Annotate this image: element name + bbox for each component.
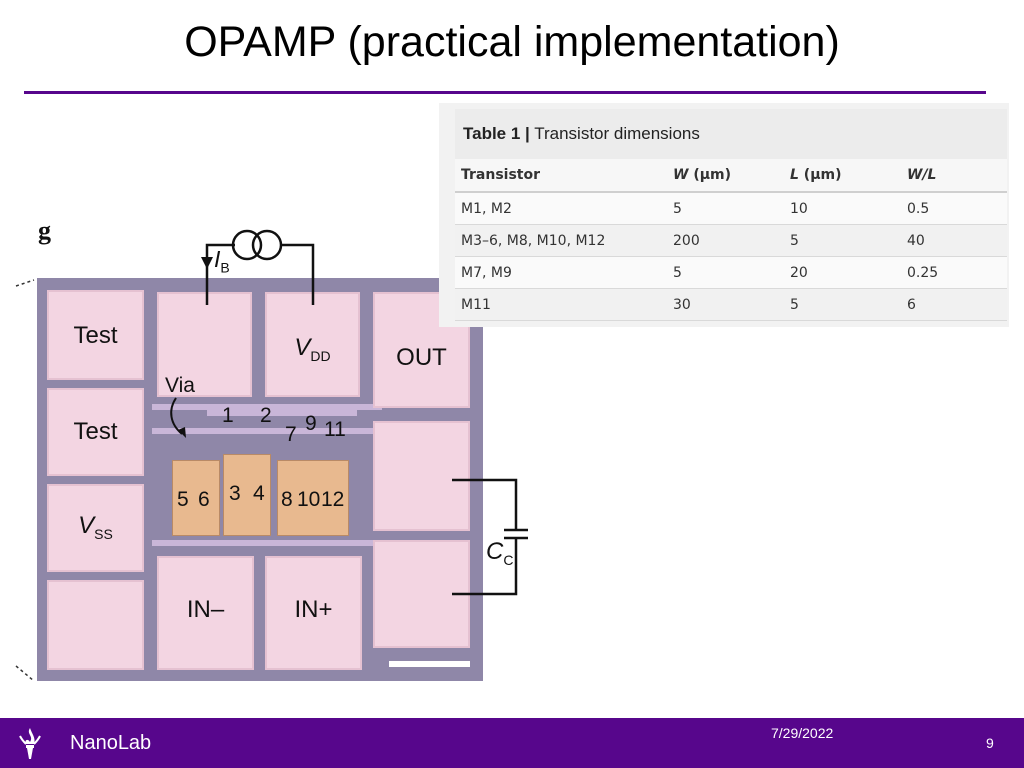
pad-label: Test — [73, 322, 118, 349]
cc-label: CC — [486, 538, 513, 568]
panel-letter: g — [38, 216, 51, 245]
header-main: L — [790, 167, 799, 183]
transistor-number: 1 — [222, 404, 234, 427]
pad-ib — [157, 292, 252, 397]
cc-sub: C — [503, 551, 514, 568]
vss-main: V — [78, 512, 95, 539]
footer-lab-name: NanoLab — [70, 732, 152, 754]
vdd-sub: DD — [310, 347, 331, 364]
header-main: W — [673, 167, 689, 183]
table-cell: 5 — [667, 256, 784, 289]
table-cell: 5 — [784, 224, 901, 257]
column-header: W (μm) — [667, 159, 784, 193]
chip-micrograph: Test VDD OUT Test VSS IN– IN+ 1 2 7 9 11… — [37, 278, 483, 681]
table-row: M1, M2 5 10 0.5 — [455, 192, 1007, 225]
table-cell: 5 — [667, 192, 784, 225]
transistor-dimensions-table: Transistor W (μm) L (μm) W/L M1, M2 5 10… — [455, 159, 1007, 321]
table-cell: 0.25 — [901, 256, 1007, 289]
transistor-number: 8 — [281, 488, 293, 511]
ib-sub: B — [220, 259, 230, 276]
transistor-number: 5 — [177, 488, 189, 511]
cc-main: C — [486, 538, 504, 565]
table-inner: Table 1 | Transistor dimensions Transist… — [455, 109, 1007, 321]
ib-main: I — [214, 246, 221, 272]
transistor-number: 4 — [253, 482, 265, 505]
vdd-main: V — [294, 334, 311, 361]
pad-label-vss: VSS — [47, 512, 144, 542]
transistor-table-card: Table 1 | Transistor dimensions Transist… — [439, 103, 1009, 327]
table-cell: 200 — [667, 224, 784, 257]
header-main: Transistor — [461, 167, 541, 183]
pad-in-minus: IN– — [157, 556, 254, 670]
table-row: M11 30 5 6 — [455, 288, 1007, 321]
guide-marks — [15, 279, 35, 682]
footer-page-number: 9 — [986, 735, 994, 751]
transistor-m5-m6 — [172, 460, 220, 536]
table-cell: M7, M9 — [455, 256, 667, 289]
transistor-number: 3 — [229, 482, 241, 505]
title-divider — [24, 91, 986, 94]
pad-label-in-minus: IN– — [186, 596, 225, 623]
pad-vss: VSS — [47, 484, 144, 572]
table-header-row: Transistor W (μm) L (μm) W/L — [455, 159, 1007, 193]
table-row: M3–6, M8, M10, M12 200 5 40 — [455, 224, 1007, 257]
scale-bar — [389, 661, 470, 667]
table-cell: 6 — [901, 288, 1007, 321]
pad-test-2: Test — [47, 388, 144, 476]
header-main: W/L — [907, 167, 937, 183]
table-title-bold: Table 1 | — [463, 124, 530, 143]
column-header: W/L — [901, 159, 1007, 193]
pad-vdd: VDD — [265, 292, 360, 397]
footer-date: 7/29/2022 — [771, 725, 834, 741]
header-unit: (μm) — [688, 167, 732, 183]
vss-sub: SS — [94, 525, 113, 542]
via-arrow-icon — [170, 397, 186, 438]
pad-test-1: Test — [47, 290, 144, 380]
transistor-number: 11 — [324, 418, 346, 441]
pad-label-in-plus: IN+ — [294, 596, 333, 623]
pad-right-mid — [373, 421, 470, 531]
transistor-m3-m4 — [223, 454, 271, 536]
table-cell: 40 — [901, 224, 1007, 257]
table-cell: 0.5 — [901, 192, 1007, 225]
transistor-number: 6 — [198, 488, 210, 511]
transistor-number: 10 — [297, 488, 321, 511]
pad-in-plus: IN+ — [265, 556, 362, 670]
table-title-rest: Transistor dimensions — [529, 124, 700, 143]
footer-bar: NanoLab 7/29/2022 9 — [0, 718, 1024, 768]
trace — [152, 428, 382, 434]
pad-label: Test — [73, 418, 118, 445]
table-cell: M11 — [455, 288, 667, 321]
trace — [152, 540, 382, 546]
table-cell: 20 — [784, 256, 901, 289]
pad-label-out: OUT — [396, 344, 447, 371]
current-source-icon — [201, 229, 315, 305]
header-unit: (μm) — [798, 167, 842, 183]
transistor-number: 7 — [285, 423, 297, 446]
table-cell: M3–6, M8, M10, M12 — [455, 224, 667, 257]
transistor-m8-m12 — [277, 460, 349, 536]
pad-bottom-left — [47, 580, 144, 670]
transistor-number: 2 — [260, 404, 272, 427]
torch-logo-icon — [19, 728, 41, 759]
table-cell: M1, M2 — [455, 192, 667, 225]
table-title: Table 1 | Transistor dimensions — [455, 109, 1007, 159]
ib-label: IB — [214, 246, 230, 276]
column-header: L (μm) — [784, 159, 901, 193]
table-row: M7, M9 5 20 0.25 — [455, 256, 1007, 289]
transistor-number: 9 — [305, 412, 317, 435]
capacitor-icon — [452, 478, 528, 596]
trace — [207, 406, 357, 416]
transistor-number: 12 — [321, 488, 345, 511]
slide-title: OPAMP (practical implementation) — [184, 18, 840, 66]
table-cell: 10 — [784, 192, 901, 225]
column-header: Transistor — [455, 159, 667, 193]
table-cell: 5 — [784, 288, 901, 321]
via-label: Via — [165, 374, 195, 397]
table-cell: 30 — [667, 288, 784, 321]
pad-label-vdd: VDD — [265, 334, 360, 364]
